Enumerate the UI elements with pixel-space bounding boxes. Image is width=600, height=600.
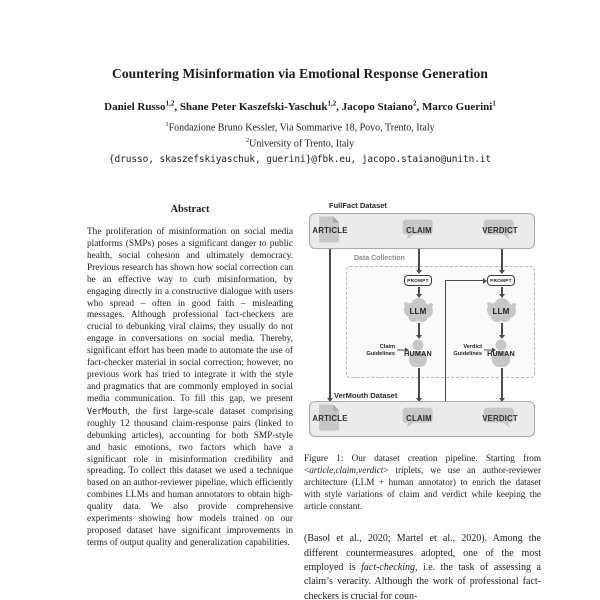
- claim-human-out-line: [418, 368, 420, 399]
- claim-arrow-line: [418, 247, 420, 271]
- affiliation-sup: 1: [165, 120, 169, 128]
- arrow-down-icon: [415, 398, 422, 402]
- author-separator: ,: [336, 100, 342, 113]
- claim-guidelines-label: Claim Guidelines: [366, 344, 395, 357]
- verdict-llm-human-line: [501, 323, 503, 336]
- author: Marco Guerini1: [421, 99, 496, 113]
- caption-text-post: > triplets, we use an author-reviewer ar…: [304, 465, 541, 512]
- claim-prompt-box: PROMPT: [404, 275, 432, 286]
- article-arrow-line: [329, 247, 331, 399]
- vermouth-dataset-name: VerMouth: [87, 405, 128, 416]
- caption-text-pre: Figure 1: Our dataset creation pipeline.…: [304, 453, 541, 476]
- intro-text-post: , i.e. the task of assessing a claim’s v…: [304, 562, 541, 600]
- email-line: {drusso, skaszefskiyaschuk, guerini}@fbk…: [108, 154, 492, 166]
- fact-checking-term: fact-checking: [361, 562, 415, 574]
- abstract-heading: Abstract: [170, 204, 210, 215]
- author-name: Shane Peter Kaszefski-Yaschuk: [179, 100, 328, 113]
- author-name: Jacopo Staiano: [341, 100, 413, 113]
- right-column: FullFact Dataset Data Collection VerMout…: [304, 200, 541, 600]
- author-affil-sup: 1,2: [165, 99, 175, 107]
- paper-title: Countering Misinformation via Emotional …: [111, 66, 489, 81]
- abstract-text: The proliferation of misinformation on s…: [87, 227, 293, 550]
- intro-paragraph: (Basol et al., 2020; Martel et al., 2020…: [304, 532, 541, 600]
- arrow-down-icon: [498, 335, 505, 339]
- document-icon: [319, 216, 340, 243]
- speech-bubble-icon: [402, 219, 433, 240]
- figure-1-diagram: FullFact Dataset Data Collection VerMout…: [304, 200, 541, 445]
- data-collection-label: Data Collection: [354, 255, 405, 262]
- arrow-down-icon: [498, 398, 505, 402]
- author: Shane Peter Kaszefski-Yaschuk1,2,: [179, 99, 342, 113]
- author-line: Daniel Russo1,2, Shane Peter Kaszefski-Y…: [0, 99, 600, 113]
- verdict-arrow-line: [501, 247, 503, 271]
- verdict-prompt-box: PROMPT: [487, 275, 515, 286]
- abstract-text-post: , the first large-scale dataset comprisi…: [87, 406, 293, 548]
- llm-cloud-icon: [404, 298, 433, 322]
- author-separator: ,: [416, 100, 422, 113]
- arrow-right-icon: [397, 347, 409, 353]
- claim-human-node: HUMAN: [398, 339, 438, 367]
- llm-cloud-icon: [487, 298, 516, 322]
- figure-1-caption: Figure 1: Our dataset creation pipeline.…: [304, 452, 541, 512]
- fullfact-verdict-item: VERDICT: [475, 214, 525, 248]
- person-icon: [492, 339, 510, 367]
- author-affil-sup: 1: [492, 99, 496, 107]
- author-name: Marco Guerini: [421, 100, 493, 113]
- affiliations: 1Fondazione Bruno Kessler, Via Sommarive…: [0, 118, 600, 152]
- claim-feedback-line-top: [445, 279, 484, 281]
- claim-llm-human-line: [418, 323, 420, 336]
- arrow-down-icon: [498, 270, 505, 274]
- arrow-right-icon: [484, 347, 496, 353]
- affiliation-text: Fondazione Bruno Kessler, Via Sommarive …: [168, 121, 435, 133]
- verdict-guidelines-label: Verdict Guidelines: [453, 344, 482, 357]
- affiliation-text: University of Trento, Italy: [249, 138, 355, 150]
- vermouth-claim-item: CLAIM: [394, 402, 444, 436]
- arrow-down-icon: [415, 270, 422, 274]
- author-separator: ,: [174, 100, 180, 113]
- paper-header: Countering Misinformation via Emotional …: [0, 66, 600, 165]
- author-name: Daniel Russo: [104, 100, 166, 113]
- left-column: Abstract The proliferation of misinforma…: [87, 204, 293, 550]
- arrow-right-icon: [483, 277, 487, 284]
- arrow-down-icon: [498, 294, 505, 298]
- verdict-human-out-line: [501, 368, 503, 399]
- person-icon: [409, 339, 427, 367]
- fullfact-article-item: ARTICLE: [305, 214, 355, 248]
- speech-bubble-icon: [483, 407, 514, 428]
- affiliation-line: 1Fondazione Bruno Kessler, Via Sommarive…: [0, 118, 600, 135]
- claim-llm-node: LLM: [398, 297, 438, 325]
- arrow-down-icon: [326, 398, 333, 402]
- vermouth-verdict-item: VERDICT: [475, 402, 525, 436]
- fullfact-claim-item: CLAIM: [394, 214, 444, 248]
- author-affil-sup: 1,2: [327, 99, 337, 107]
- intro-text-pre: (Basol et al., 2020; Martel et al., 2020…: [304, 533, 541, 574]
- document-icon: [319, 404, 340, 431]
- author-affil-sup: 2: [412, 99, 417, 107]
- speech-bubble-icon: [483, 219, 514, 240]
- claim-prompt-llm-line: [418, 287, 420, 295]
- verdict-llm-node: LLM: [481, 297, 521, 325]
- arrow-down-icon: [415, 335, 422, 339]
- abstract-text-pre: The proliferation of misinformation on s…: [87, 227, 293, 404]
- verdict-prompt-llm-line: [501, 287, 503, 295]
- affiliation-sup: 2: [245, 137, 250, 145]
- vermouth-dataset-label: VerMouth Dataset: [334, 391, 398, 400]
- arrow-down-icon: [415, 294, 422, 298]
- author: Jacopo Staiano2,: [341, 99, 422, 113]
- speech-bubble-icon: [402, 407, 433, 428]
- fullfact-dataset-label: FullFact Dataset: [329, 201, 387, 210]
- author: Daniel Russo1,2,: [104, 99, 180, 113]
- caption-triplet: article,claim,verdict: [309, 465, 384, 476]
- vermouth-article-item: ARTICLE: [305, 402, 355, 436]
- claim-feedback-line-vertical: [444, 280, 446, 420]
- affiliation-line: 2University of Trento, Italy: [0, 134, 600, 151]
- verdict-human-node: HUMAN: [481, 339, 521, 367]
